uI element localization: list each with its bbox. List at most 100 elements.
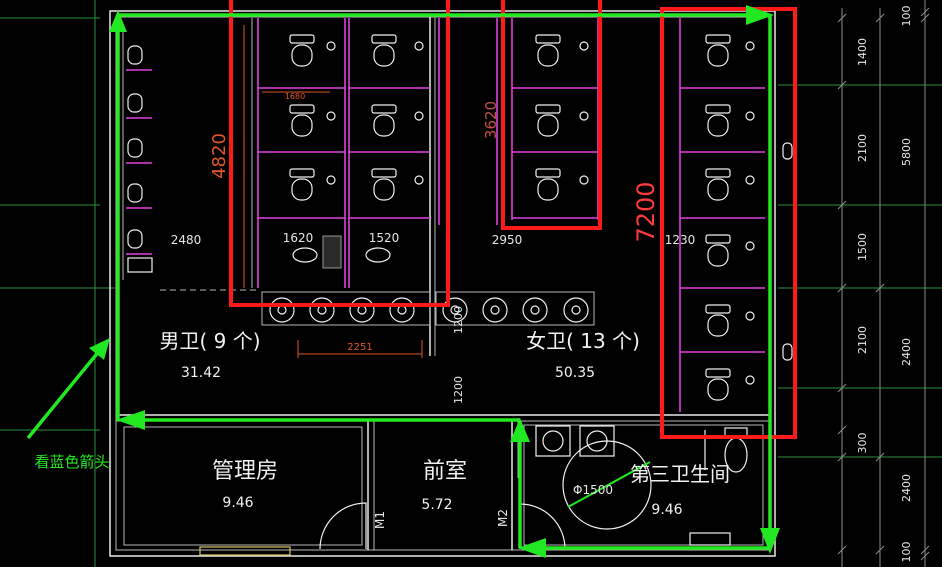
toilet-bowl	[537, 114, 559, 137]
annotation-note: 看蓝色箭头	[34, 453, 109, 471]
toilet-tank	[371, 104, 397, 114]
toilet-stall	[680, 304, 765, 353]
third-restroom-outline	[523, 424, 764, 546]
annotation-arrow-icon	[89, 338, 110, 360]
dim-passage: 1200	[452, 376, 465, 404]
urinal	[127, 93, 143, 113]
dim-right-outer: 2400	[900, 474, 913, 502]
women-restroom-name: 女卫( 13 个)	[526, 329, 640, 353]
dim-stall-width: 1680	[285, 92, 305, 101]
dim-passage: 1200	[452, 306, 465, 334]
doors	[319, 502, 566, 550]
anteroom-name: 前室	[423, 459, 467, 484]
outer-wall	[109, 10, 776, 557]
route-path	[116, 13, 772, 550]
paper-holder-icon	[579, 175, 589, 185]
mop-sink	[127, 257, 153, 273]
dimension-labels: 4820 3620 7200 1680 2251 2480 1620 1520 …	[171, 6, 913, 563]
paper-holder-icon	[745, 111, 755, 121]
toilet-stall	[512, 104, 598, 153]
urinal	[127, 138, 143, 158]
dim-right-inner: 2100	[856, 326, 869, 354]
management-room-name: 管理房	[212, 459, 278, 484]
turning-circle-diameter-line	[567, 461, 651, 508]
dim-horizontal: 1520	[369, 231, 400, 245]
basin-drain	[530, 305, 540, 315]
turning-circle-label: Φ1500	[573, 483, 613, 497]
toilet-bowl	[291, 114, 313, 137]
dim-horizontal: 2950	[492, 233, 523, 247]
wash-basin	[482, 297, 508, 323]
toilet-bowl	[537, 178, 559, 201]
toilet-bowl	[707, 314, 729, 337]
toilet-bowl	[707, 178, 729, 201]
toilet-tank	[289, 104, 315, 114]
toilet-tank	[535, 34, 561, 44]
basin-bowl	[542, 430, 564, 452]
toilet-tank	[705, 168, 731, 178]
management-room-area: 9.46	[222, 495, 253, 511]
third-restroom-name: 第三卫生间	[630, 462, 730, 486]
management-room-outline	[123, 426, 363, 546]
urinal	[127, 183, 143, 203]
basin-drain	[450, 305, 460, 315]
toilet-tank	[535, 104, 561, 114]
toilet-stall	[349, 168, 430, 219]
paper-holder-icon	[326, 111, 336, 121]
women-left-stall-highlight	[501, 0, 602, 230]
toilet-bowl	[291, 44, 313, 67]
wash-basin	[269, 297, 295, 323]
toilet-stall	[258, 34, 345, 89]
toilet-tank	[705, 34, 731, 44]
paper-holder-icon	[414, 111, 424, 121]
dim-ticks-2251	[297, 340, 423, 358]
toilet-stall	[258, 168, 345, 219]
dim-right-outer: 100	[900, 542, 913, 563]
basin-drain	[490, 305, 500, 315]
arrow-up-icon	[510, 418, 530, 442]
door-m1-swing	[319, 502, 367, 550]
baby-changing-bench	[689, 532, 731, 546]
toilet-bowl	[707, 378, 729, 401]
men-stall-highlight	[229, 0, 450, 307]
toilet-tank	[371, 168, 397, 178]
women-basin-counter	[435, 291, 595, 326]
urinal	[127, 229, 143, 249]
toilet-stall	[349, 34, 430, 89]
dim-right-inner: 2100	[856, 134, 869, 162]
arrow-up-icon	[109, 10, 127, 32]
dim-right-outer: 2400	[900, 338, 913, 366]
toilet-stall	[512, 168, 598, 219]
arrow-left-icon	[116, 410, 145, 430]
toilet-bowl	[291, 178, 313, 201]
dim-women-stall-row: 7200	[632, 181, 660, 242]
toilet-tank	[289, 168, 315, 178]
right-dimension-lines	[837, 0, 930, 567]
wash-basin	[349, 297, 375, 323]
paper-holder-icon	[579, 111, 589, 121]
office-window	[199, 546, 291, 556]
paper-holder-icon	[326, 175, 336, 185]
route-arrows	[26, 5, 780, 558]
toilet-bowl	[707, 114, 729, 137]
partition-block	[322, 235, 342, 269]
toilet-tank	[371, 34, 397, 44]
toilet-bowl	[373, 178, 395, 201]
toilet-stall	[680, 104, 765, 153]
wash-basin	[389, 297, 415, 323]
sanitary-fixtures	[126, 34, 765, 546]
dim-horizontal: 2480	[171, 233, 202, 247]
dim-women-stall-block: 3620	[482, 101, 500, 139]
toilet-stall	[349, 104, 430, 153]
anteroom-area: 5.72	[421, 497, 452, 513]
dim-right-outer: 100	[900, 6, 913, 27]
toilet-bowl	[707, 244, 729, 267]
toilet-stall	[512, 34, 598, 89]
toilet-tank	[705, 234, 731, 244]
dim-right-inner: 1400	[856, 38, 869, 66]
toilet-bowl	[373, 44, 395, 67]
dimension-ticks	[837, 7, 930, 561]
